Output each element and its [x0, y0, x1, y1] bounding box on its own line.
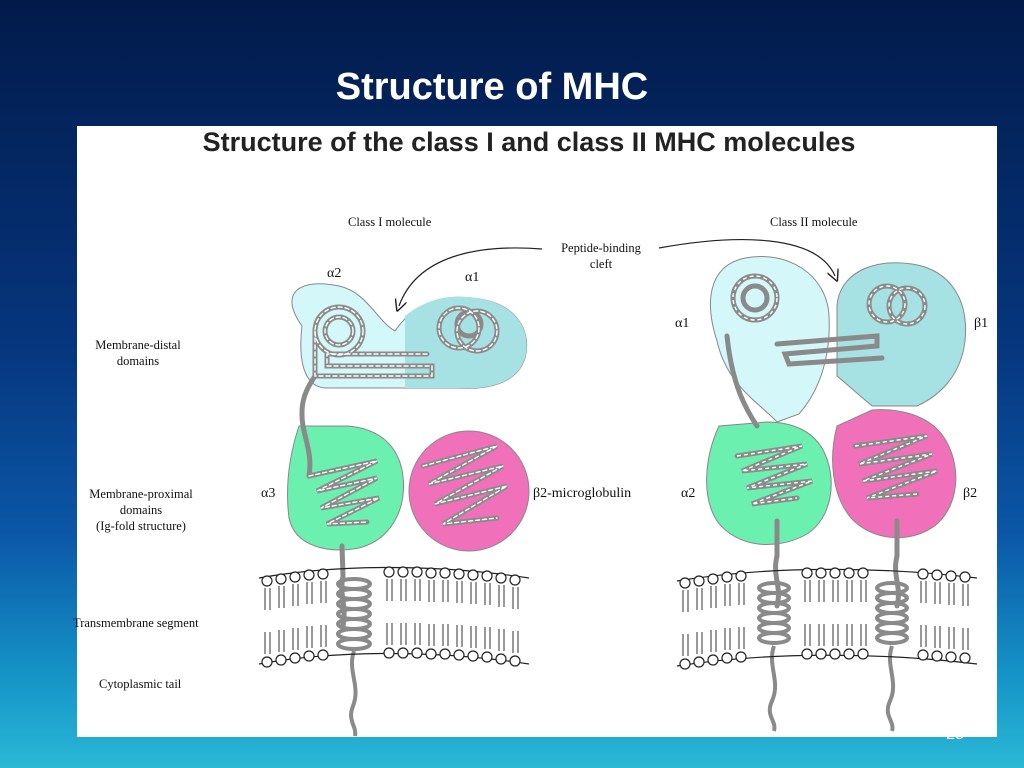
membrane-distal-label: Membrane-distal domains — [77, 337, 199, 369]
membrane-right — [676, 567, 978, 670]
membrane-proximal-line-2: domains — [119, 503, 163, 517]
membrane-proximal-line-1: Membrane-proximal — [89, 487, 193, 501]
class-ii-beta1-domain — [836, 262, 967, 407]
class-ii-alpha1-domain — [710, 256, 830, 423]
transmembrane-segment-label: Transmembrane segment — [73, 616, 199, 630]
class-i-alpha3-domain — [287, 425, 405, 551]
mhc-diagram-svg — [258, 239, 978, 737]
class-i-molecule — [287, 283, 530, 737]
membrane-proximal-line-3: (Ig-fold structure) — [96, 519, 186, 533]
class-ii-beta2-domain — [832, 409, 957, 539]
beta2-microglobulin-domain — [408, 430, 530, 552]
class-i-alpha1-label: α1 — [465, 270, 480, 285]
peptide-cleft-label: Peptide-binding cleft — [542, 240, 660, 272]
peptide-cleft-line-2: cleft — [589, 257, 613, 271]
class-ii-alpha1-label: α1 — [675, 316, 690, 331]
cytoplasmic-tail-label: Cytoplasmic tail — [99, 677, 182, 691]
slide-title: Structure of MHC — [335, 66, 649, 108]
mhc-structure-figure: Structure of the class I and class II MH… — [73, 126, 997, 737]
membrane-distal-line-2: domains — [116, 354, 160, 368]
peptide-cleft-line-1: Peptide-binding — [561, 241, 641, 255]
beta2-microglobulin-label: β2-microglobulin — [533, 486, 632, 501]
figure-title: Structure of the class I and class II MH… — [202, 127, 856, 157]
membrane-left — [258, 566, 530, 668]
class-ii-molecule — [706, 256, 967, 732]
class-i-alpha2-label: α2 — [327, 266, 342, 281]
membrane-distal-line-1: Membrane-distal — [95, 338, 181, 352]
class-i-label: Class I molecule — [348, 215, 432, 229]
class-ii-label: Class II molecule — [770, 215, 858, 229]
membrane-proximal-label: Membrane-proximal domains (Ig-fold struc… — [75, 486, 207, 534]
peptide-cleft-arrow-right — [658, 239, 835, 276]
peptide-cleft-arrow-left — [399, 247, 543, 306]
class-ii-transmembrane-helices — [757, 581, 909, 732]
class-ii-beta1-label: β1 — [974, 316, 989, 331]
class-ii-beta2-label: β2 — [963, 486, 978, 501]
class-i-transmembrane-helix — [336, 577, 372, 737]
class-ii-alpha2-label: α2 — [681, 486, 696, 501]
class-i-alpha3-label: α3 — [261, 486, 276, 501]
page-number: 25 — [946, 726, 964, 743]
